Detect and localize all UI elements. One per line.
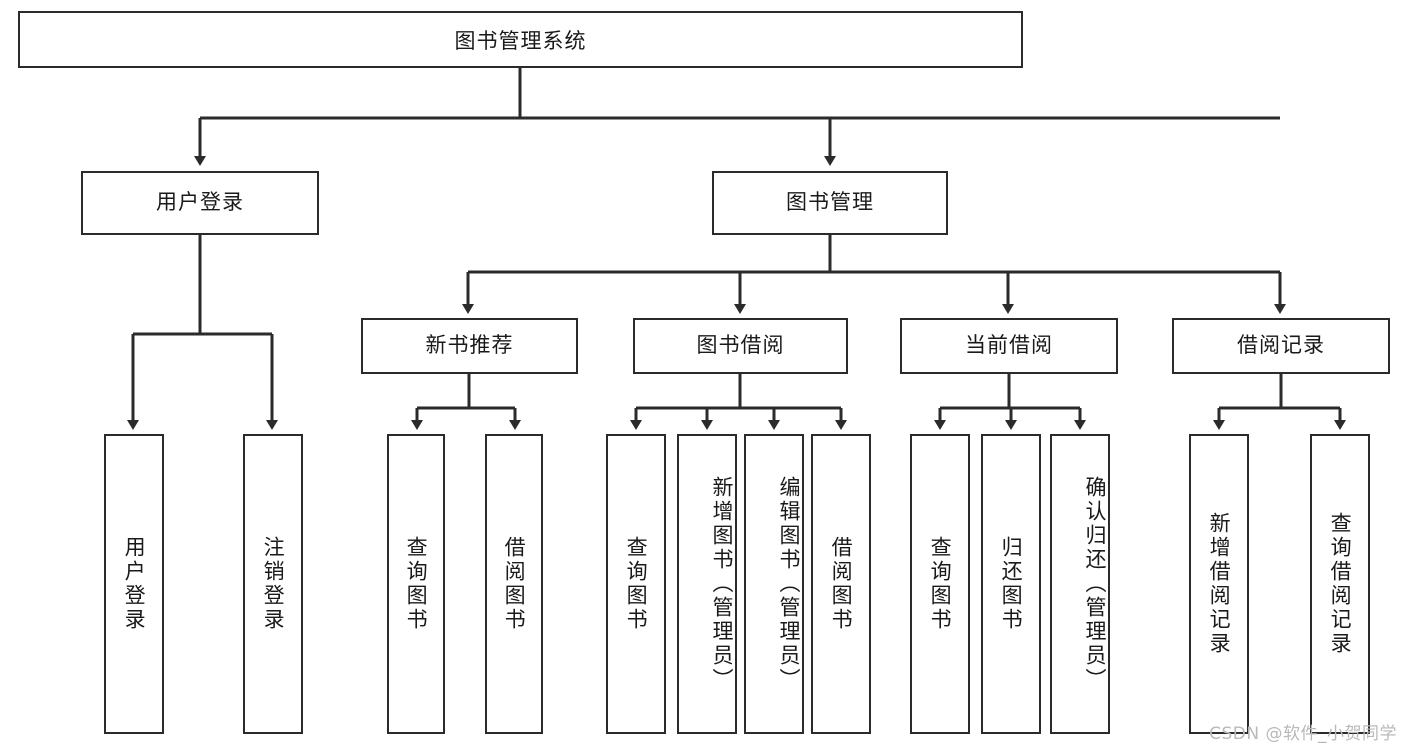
leaf-query-book-2[interactable]: 查询图书 [606, 434, 666, 734]
node-user-login[interactable]: 用户登录 [81, 171, 319, 235]
leaf-user-login[interactable]: 用户登录 [104, 434, 164, 734]
node-new-book-recommend[interactable]: 新书推荐 [361, 318, 578, 374]
leaf-query-book-1[interactable]: 查询图书 [387, 434, 445, 734]
leaf-confirm-return[interactable]: 确认归还（管理员） [1050, 434, 1110, 734]
leaf-return-book[interactable]: 归还图书 [981, 434, 1041, 734]
node-borrow-record[interactable]: 借阅记录 [1172, 318, 1390, 374]
leaf-borrow-book-1[interactable]: 借阅图书 [485, 434, 543, 734]
node-root[interactable]: 图书管理系统 [18, 11, 1023, 68]
node-book-borrow[interactable]: 图书借阅 [633, 318, 848, 374]
leaf-edit-book[interactable]: 编辑图书（管理员） [744, 434, 804, 734]
node-current-borrow[interactable]: 当前借阅 [900, 318, 1118, 374]
leaf-add-record[interactable]: 新增借阅记录 [1189, 434, 1249, 734]
leaf-add-book[interactable]: 新增图书（管理员） [677, 434, 737, 734]
leaf-query-record[interactable]: 查询借阅记录 [1310, 434, 1370, 734]
node-book-manage[interactable]: 图书管理 [712, 171, 948, 235]
leaf-borrow-book-2[interactable]: 借阅图书 [811, 434, 871, 734]
csdn-watermark: CSDN @软件_小贺同学 [1209, 724, 1397, 744]
leaf-logout[interactable]: 注销登录 [243, 434, 303, 734]
leaf-query-book-3[interactable]: 查询图书 [910, 434, 970, 734]
